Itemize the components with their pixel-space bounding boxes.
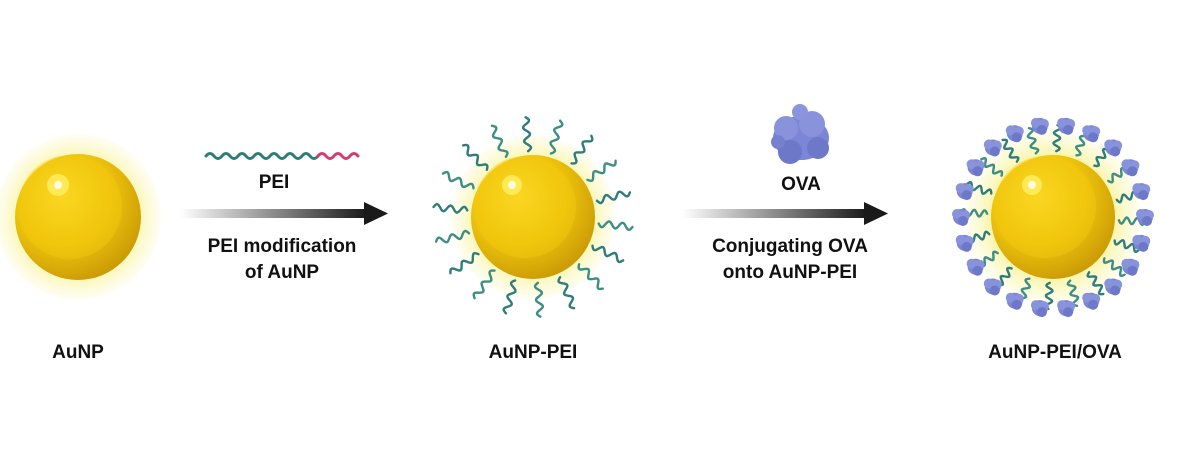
pei-chain: [570, 134, 594, 165]
step2-description-line1: Conjugating OVA: [712, 236, 868, 257]
ova-protein: [1057, 300, 1076, 318]
pei-chain: [1102, 257, 1126, 278]
aunp-pei-ova-particle: [952, 117, 1154, 318]
step1-reagent-label: PEI: [259, 172, 290, 193]
ova-protein: [955, 183, 974, 201]
ova-protein: [1082, 125, 1101, 143]
pei-chain: [502, 279, 517, 315]
pei-chain: [577, 263, 604, 291]
step2-description-line2: onto AuNP-PEI: [723, 262, 857, 283]
pei-chain: [549, 119, 564, 155]
ova-protein: [955, 234, 974, 252]
step1-description-line1: PEI modification: [208, 236, 357, 257]
ova-protein: [952, 209, 970, 226]
ova-protein: [1030, 117, 1049, 135]
pei-chain: [521, 116, 533, 153]
pei-chain: [597, 220, 634, 232]
pei-chain: [1113, 239, 1141, 253]
ova-protein: [1005, 125, 1024, 143]
pei-chain: [432, 202, 469, 214]
pei-chain: [557, 276, 576, 310]
step1-description-line2: of AuNP: [245, 262, 320, 283]
pei-chain: [1001, 138, 1020, 163]
pei-chain: [462, 143, 489, 171]
ova-protein: [1104, 139, 1123, 157]
ova-protein: [1121, 159, 1140, 177]
step1-arrow: [180, 202, 388, 225]
stage-label-aunp: AuNP: [52, 342, 104, 363]
step2-reagent-label: OVA: [781, 174, 821, 195]
pei-icon: [204, 152, 360, 160]
ova-protein: [1057, 117, 1076, 135]
pei-chain: [980, 156, 1004, 177]
pei-chain: [472, 269, 496, 300]
ova-protein: [1132, 234, 1151, 252]
pei-chain: [586, 159, 617, 183]
pei-chain: [1086, 271, 1105, 296]
ova-protein: [1132, 183, 1151, 201]
pei-chain: [1066, 279, 1080, 307]
aunp-particle: [0, 134, 161, 300]
pei-chain: [490, 124, 509, 158]
stage-label-aunp-pei-ova: AuNP-PEI/OVA: [988, 342, 1122, 363]
step2-arrow: [682, 202, 888, 225]
pei-chain: [591, 244, 625, 264]
pei-chain: [441, 170, 475, 190]
ova-protein: [1005, 292, 1024, 310]
ova-protein: [983, 139, 1002, 157]
ova-protein: [1030, 300, 1049, 318]
pei-chain: [449, 251, 480, 275]
ova-icon: [771, 104, 829, 164]
pei-chain: [1026, 126, 1040, 155]
stage-label-aunp-pei: AuNP-PEI: [489, 342, 578, 363]
pei-chain: [965, 181, 993, 195]
ova-protein: [1104, 278, 1123, 296]
pei-chain: [595, 190, 632, 205]
ova-protein: [966, 258, 985, 276]
ova-proteins: [952, 117, 1154, 318]
pei-chain: [533, 281, 545, 318]
ova-protein: [966, 159, 985, 177]
ova-protein: [1082, 292, 1101, 310]
ova-protein: [1121, 258, 1140, 276]
pei-chains: [432, 116, 634, 318]
aunp-pei-particle: [432, 116, 634, 318]
ova-protein: [983, 278, 1002, 296]
pei-chain: [434, 229, 471, 244]
ova-protein: [1136, 209, 1154, 226]
